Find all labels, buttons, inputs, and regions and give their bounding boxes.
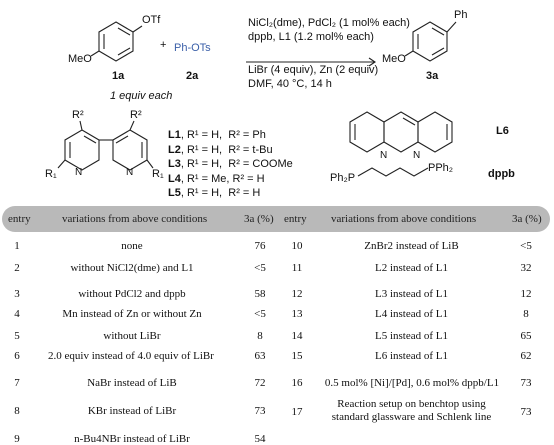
- reaction-scheme: N N N N OTf MeO 1a + Ph-OTs 2a 1 equiv e…: [0, 0, 554, 205]
- ligand-l3: L3, R¹ = H, R² = COOMe: [168, 158, 293, 170]
- phenanthroline-ligand: [349, 111, 453, 153]
- bipy-r2-left: R²: [72, 109, 84, 121]
- scheme-drawing: N N N N: [57, 21, 457, 178]
- reactant-1a-label: 1a: [112, 70, 125, 82]
- reactant-2a-label: 2a: [186, 70, 199, 82]
- phen-label: L6: [496, 125, 509, 137]
- header-variation: variations from above conditions: [62, 213, 208, 225]
- equiv-note: 1 equiv each: [110, 90, 173, 102]
- reactant-1a-ring: [90, 21, 143, 62]
- product-3a-label: 3a: [426, 70, 439, 82]
- reactant-1a-ome: MeO: [68, 53, 92, 65]
- table-header: entry variations from above conditions 3…: [2, 206, 550, 232]
- condition-line-4: DMF, 40 °C, 14 h: [248, 78, 332, 90]
- dppb-right-p: PPh₂: [428, 162, 454, 174]
- optimization-table: entry variations from above conditions 3…: [2, 206, 550, 445]
- ligand-l1: L1, R¹ = H, R² = Ph: [168, 129, 266, 141]
- bipy-r1-left: R₁: [45, 168, 57, 180]
- plus-sign: +: [160, 39, 167, 51]
- dppb-label: dppb: [488, 168, 515, 180]
- header-variation-2: variations from above conditions: [331, 213, 477, 225]
- header-entry-2: entry: [284, 213, 307, 225]
- phen-n-right: N: [413, 150, 420, 161]
- header-yield: 3a (%): [244, 213, 274, 225]
- header-entry: entry: [8, 213, 31, 225]
- product-3a-ring: [404, 21, 457, 62]
- condition-line-1: NiCl₂(dme), PdCl₂ (1 mol% each): [248, 17, 410, 29]
- ligand-l2: L2, R¹ = H, R² = t-Bu: [168, 143, 273, 156]
- condition-line-2: dppb, L1 (1.2 mol% each): [248, 31, 374, 43]
- phen-n-left: N: [380, 150, 387, 161]
- reactant-2a: Ph-OTs: [174, 42, 211, 54]
- dppb-left-p: Ph₂P: [330, 172, 356, 184]
- product-3a-ph: Ph: [454, 9, 468, 21]
- bipy-r2-right: R²: [130, 109, 142, 121]
- ligand-l5: L5, R¹ = H, R² = H: [168, 187, 261, 199]
- ligand-list: L1, R¹ = H, R² = Ph L2, R¹ = H, R² = t-B…: [168, 128, 293, 201]
- dppb-chain: [357, 167, 429, 177]
- product-3a-ome: MeO: [382, 53, 406, 65]
- reactant-1a-otf: OTf: [142, 14, 161, 26]
- bipy-n-right: N: [126, 167, 133, 178]
- condition-line-3: LiBr (4 equiv), Zn (2 equiv): [248, 64, 379, 76]
- header-yield-2: 3a (%): [512, 213, 542, 225]
- bipy-n-left: N: [75, 167, 82, 178]
- bipyridine-ligand: [57, 120, 154, 171]
- ligand-l4: L4, R¹ = Me, R² = H: [168, 172, 265, 185]
- bipy-r1-right: R₁: [152, 168, 164, 180]
